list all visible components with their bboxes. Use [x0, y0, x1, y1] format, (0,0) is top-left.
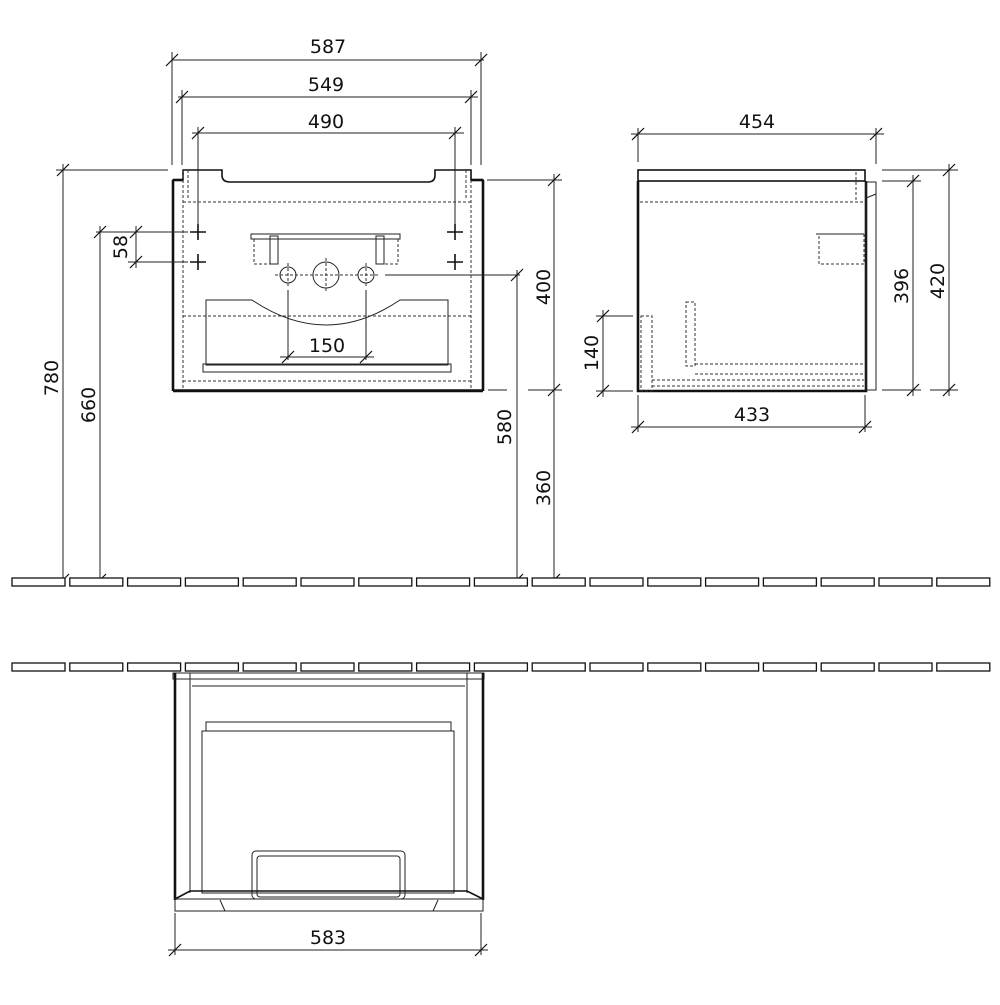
dim-carcass-depth: 433 — [631, 395, 872, 434]
dim-bracket-height: 660 — [78, 225, 107, 587]
label-780: 780 — [41, 360, 63, 396]
dim-carcass-width: 549 — [175, 74, 478, 165]
label-490: 490 — [308, 111, 344, 133]
dim-front-height: 396 — [882, 174, 921, 397]
dim-unit-height: 400 360 — [487, 173, 562, 587]
label-580: 580 — [494, 409, 516, 445]
label-583: 583 — [310, 927, 346, 949]
hanging-rail — [250, 233, 401, 265]
label-140: 140 — [581, 335, 603, 371]
label-58: 58 — [110, 235, 132, 259]
bracket-marks — [190, 224, 463, 270]
label-433: 433 — [734, 404, 770, 426]
side-view: 454 140 433 — [581, 111, 958, 434]
dim-bracket-vertical: 58 — [96, 225, 188, 269]
label-396: 396 — [891, 268, 913, 304]
label-360: 360 — [533, 470, 555, 506]
label-549: 549 — [308, 74, 344, 96]
dim-overall-depth: 454 — [631, 111, 884, 164]
dim-service-cutout: 140 — [581, 309, 633, 398]
dim-top-width: 583 — [168, 913, 488, 957]
top-view: 583 — [168, 672, 488, 957]
label-420: 420 — [927, 263, 949, 299]
floor-line — [11, 577, 991, 587]
dim-bracket-spacing: 490 — [191, 111, 464, 230]
dim-overall-width: 587 — [165, 36, 488, 165]
dim-tap-hole-spacing: 150 — [280, 290, 374, 364]
label-660: 660 — [78, 387, 100, 423]
label-150: 150 — [309, 335, 345, 357]
label-400: 400 — [533, 269, 555, 305]
label-454: 454 — [739, 111, 775, 133]
front-view: 587 549 490 — [41, 36, 562, 587]
dim-overall-height: 420 — [882, 163, 958, 397]
wall-line — [11, 662, 991, 672]
label-587: 587 — [310, 36, 346, 58]
tap-holes — [275, 258, 520, 292]
dim-drain-height: 580 — [494, 268, 524, 587]
